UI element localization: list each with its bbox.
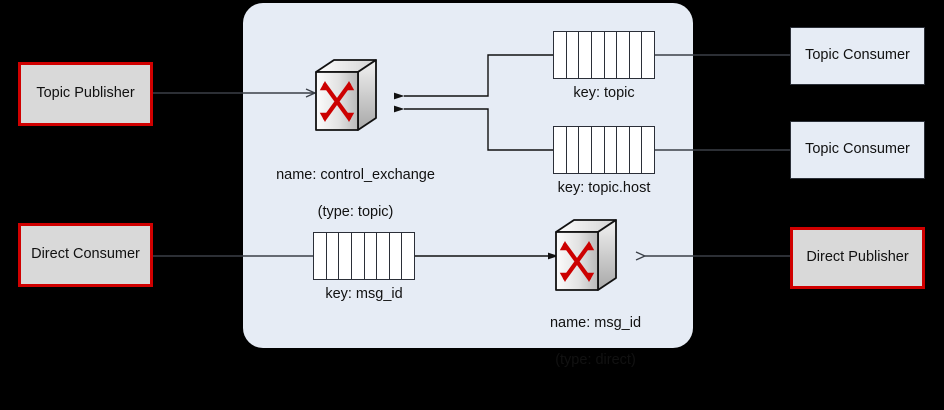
exchange-type-text: (type: topic) (317, 203, 394, 220)
queue-topic-host-label: key: topic.host (557, 180, 651, 196)
exchange-msg-id-label: name: msg_id (type: direct) (503, 295, 688, 369)
queue-cell (617, 32, 630, 78)
queue-cell (567, 127, 580, 173)
queue-cell (352, 233, 365, 279)
queue-cell (554, 32, 567, 78)
queue-cell (554, 127, 567, 173)
exchange-name-text: name: control_exchange (276, 166, 435, 183)
queue-cell (339, 233, 352, 279)
queue-cell (592, 127, 605, 173)
queue-cell (642, 127, 654, 173)
queue-msg-id-label: key: msg_id (325, 286, 403, 302)
queue-cell (579, 32, 592, 78)
queue-cell (365, 233, 378, 279)
queue-cell (390, 233, 403, 279)
exchange-control-exchange-label: name: control_exchange (type: topic) (248, 147, 463, 221)
queue-cell (592, 32, 605, 78)
queue-cell (402, 233, 414, 279)
direct-publisher-box[interactable]: Direct Publisher (790, 227, 925, 289)
exchange-type-text: (type: direct) (555, 351, 636, 368)
queue-cell (630, 127, 643, 173)
queue-cell (327, 233, 340, 279)
topic-publisher-box[interactable]: Topic Publisher (18, 62, 153, 126)
queue-cell (377, 233, 390, 279)
queue-topic-host[interactable] (553, 126, 655, 174)
direct-consumer-box[interactable]: Direct Consumer (18, 223, 153, 287)
queue-cell (567, 32, 580, 78)
queue-cell (642, 32, 654, 78)
queue-cell (617, 127, 630, 173)
queue-msg-id[interactable] (313, 232, 415, 280)
queue-cell (314, 233, 327, 279)
queue-cell (605, 127, 618, 173)
queue-cell (579, 127, 592, 173)
queue-topic-label: key: topic (573, 85, 635, 101)
queue-cell (605, 32, 618, 78)
exchange-name-text: name: msg_id (549, 314, 642, 331)
queue-topic[interactable] (553, 31, 655, 79)
queue-cell (630, 32, 643, 78)
topic-consumer-box-2[interactable]: Topic Consumer (790, 121, 925, 179)
topic-consumer-box-1[interactable]: Topic Consumer (790, 27, 925, 85)
